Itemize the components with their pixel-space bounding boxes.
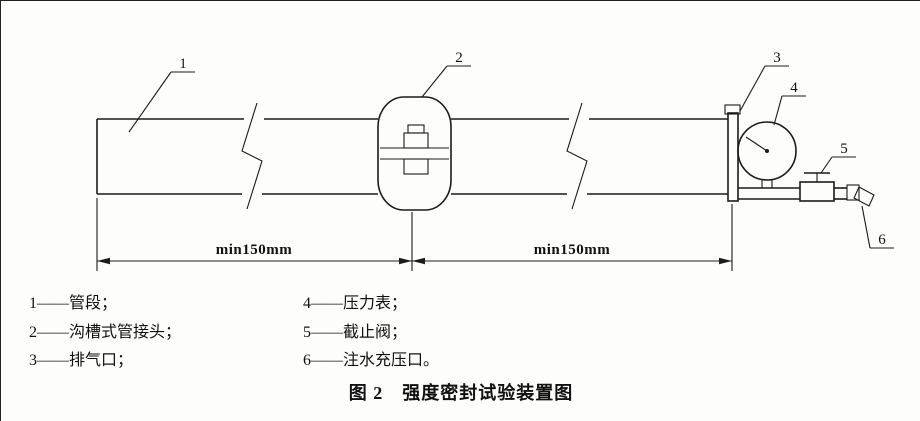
callout-4: 4	[773, 80, 806, 126]
pressure-gauge	[737, 121, 797, 188]
legend-item-vent-port: 3——排气口；	[29, 352, 134, 369]
figure-caption: 图 2 强度密封试验装置图	[348, 383, 574, 403]
legend-column-left: 1——管段； 2——沟槽式管接头； 3——排气口；	[29, 290, 181, 376]
callout-5-number: 5	[840, 141, 848, 157]
pipe-section	[96, 118, 728, 195]
callout-6: 6	[861, 205, 894, 249]
legend-item-pressure-gauge: 4——压力表；	[303, 295, 408, 312]
legend-item-stop-valve: 5——截止阀；	[303, 323, 408, 341]
stop-valve-line	[738, 172, 847, 202]
legend-item-grooved-coupling: 2——沟槽式管接头；	[29, 323, 182, 341]
dimension-lines: min150mm min150mm	[96, 198, 733, 271]
filling-port	[846, 184, 875, 207]
grooved-coupling	[377, 96, 452, 211]
test-apparatus-diagram: 1 2 3 4 5 6	[96, 50, 894, 271]
legend-column-right: 4——压力表； 5——截止阀； 6——注水充压口。	[303, 290, 439, 376]
callout-2: 2	[421, 50, 471, 98]
callout-1-number: 1	[179, 56, 187, 72]
valve-body	[799, 181, 835, 202]
callout-3-number: 3	[773, 50, 781, 66]
legend: 1——管段； 2——沟槽式管接头； 3——排气口； 4——压力表； 5——截止阀…	[1, 290, 920, 376]
callout-6-number: 6	[878, 232, 886, 248]
callout-1: 1	[128, 56, 195, 133]
callout-4-number: 4	[790, 80, 798, 96]
legend-item-filling-port: 6——注水充压口。	[303, 352, 440, 369]
callout-3: 3	[739, 50, 789, 112]
pipe-break-left	[241, 102, 263, 210]
callout-2-number: 2	[455, 50, 463, 66]
callout-5: 5	[820, 141, 856, 174]
pipe-break-right	[566, 102, 588, 210]
dimension-label-right: min150mm	[534, 242, 611, 258]
dimension-label-left: min150mm	[216, 242, 293, 258]
legend-item-pipe-section: 1——管段；	[29, 295, 118, 312]
